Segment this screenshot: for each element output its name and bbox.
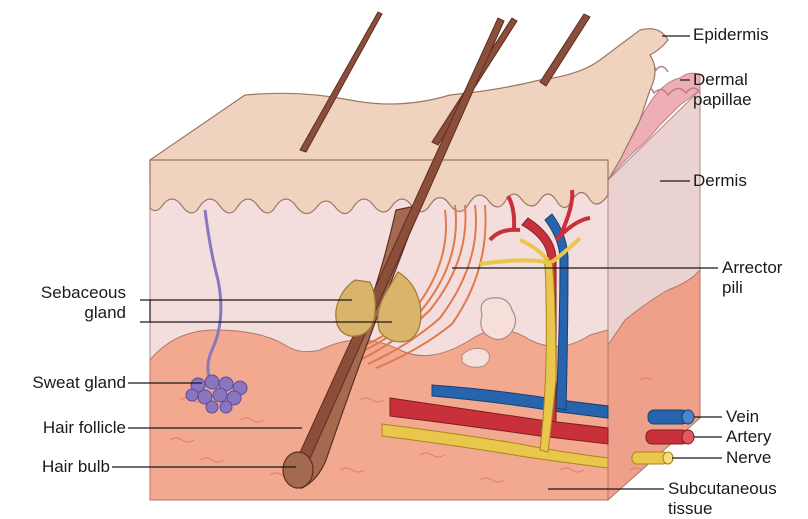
label-dermis: Dermis — [693, 171, 747, 191]
label-artery: Artery — [726, 427, 771, 447]
epidermis-top — [150, 29, 668, 180]
label-nerve: Nerve — [726, 448, 771, 468]
label-hair-follicle: Hair follicle — [0, 418, 126, 438]
label-dermal-papillae: Dermal papillae — [693, 70, 752, 110]
artery-stub — [646, 430, 694, 444]
label-hair-bulb: Hair bulb — [0, 457, 110, 477]
label-sebaceous-gland: Sebaceous gland — [0, 283, 126, 323]
hair-bulb — [283, 452, 313, 488]
front-subcutaneous — [150, 330, 608, 500]
label-sweat-gland: Sweat gland — [0, 373, 126, 393]
label-vein: Vein — [726, 407, 759, 427]
label-subcutaneous-tissue: Subcutaneous tissue — [668, 479, 777, 519]
vein-stub — [648, 410, 694, 424]
label-arrector-pili: Arrector pili — [722, 258, 782, 298]
nerve-stub — [632, 452, 673, 464]
label-epidermis: Epidermis — [693, 25, 769, 45]
